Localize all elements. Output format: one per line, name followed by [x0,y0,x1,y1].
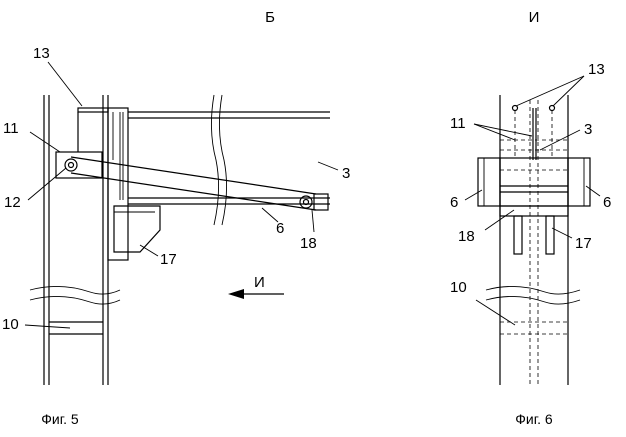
fig6 [464,75,601,385]
fig6-label-6-left: 6 [450,194,458,211]
fig6-label-10: 10 [450,279,467,296]
arrow-label: И [254,274,265,291]
fig6-label-13: 13 [588,61,605,78]
fig5 [24,61,339,385]
fig6-caption: Фиг. 6 [515,411,553,427]
fig6-label-18: 18 [458,228,475,245]
fig5-caption: Фиг. 5 [41,411,79,427]
fig5-label-11: 11 [3,120,19,137]
fig5-label-18: 18 [300,235,317,252]
fig5-label-12: 12 [4,194,21,211]
fig6-label-6-right: 6 [603,194,611,211]
fig5-label-3: 3 [342,165,350,182]
fig6-label-17: 17 [575,235,592,252]
fig5-label-17: 17 [160,251,177,268]
fig5-view-label: Б [265,9,275,26]
fig6-view-label: И [529,9,540,26]
fig6-label-11: 11 [450,115,466,132]
fig5-label-13: 13 [33,45,50,62]
fig6-label-3: 3 [584,121,592,138]
fig5-label-10: 10 [2,316,19,333]
fig5-label-6: 6 [276,220,284,237]
